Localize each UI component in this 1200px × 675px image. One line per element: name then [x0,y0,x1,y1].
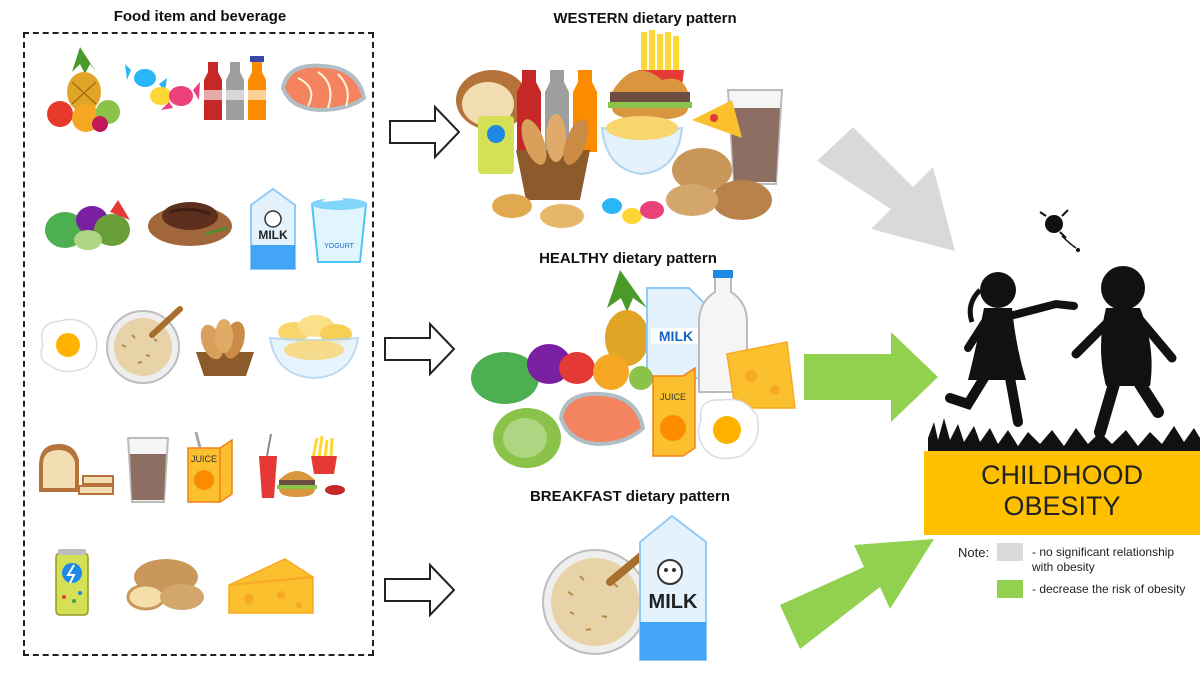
healthy-green-arrow-icon [804,332,938,422]
pineapple-fruit-icon [47,47,120,132]
healthy-food-cluster-icon: MILK JUICE [471,270,796,468]
arrow-to-healthy-icon [384,321,456,377]
soda-bottles-icon [204,56,266,120]
cheese-icon [228,558,314,614]
childhood-obesity-box: CHILDHOOD OBESITY [924,451,1200,535]
chips-bowl-icon [268,315,360,380]
green-swatch [997,580,1023,598]
green-legend-text: - decrease the risk of obesity [1032,582,1186,596]
food-items-heading: Food item and beverage [113,8,287,25]
legend-note: Note: - no significant relationship with… [958,543,1198,613]
vegetables-icon [45,200,130,250]
healthy-pattern-heading: HEALTHY dietary pattern [539,250,717,267]
candy-icon [125,64,200,110]
healthy-juice-label: JUICE [660,392,686,402]
breakfast-pattern-heading: BREAKFAST dietary pattern [529,488,731,505]
juice-box-icon: JUICE [187,431,233,503]
arrow-to-western-icon [389,104,461,160]
healthy-milk-label: MILK [659,328,693,344]
steak-icon [148,202,232,246]
potato-icon [126,559,204,611]
gray-legend-text-1: - no significant relationship [1032,545,1175,559]
outcome-line-2: OBESITY [1003,491,1121,521]
breakfast-milk-label: MILK [649,591,698,613]
arrow-to-breakfast-icon [384,562,456,618]
energy-drink-icon [55,549,89,616]
chocolate-milk-icon [126,437,170,503]
children-silhouette-icon [928,209,1200,453]
note-title: Note: [958,545,990,560]
fried-egg-icon [40,318,98,373]
western-pattern-heading: WESTERN dietary pattern [553,10,737,27]
gray-legend-text-2: with obesity [1032,560,1095,574]
outcome-line-1: CHILDHOOD [980,460,1143,490]
bread-loaf-icon [39,444,114,495]
yogurt-icon: YOGURT [310,195,368,263]
salmon-icon [280,63,367,113]
western-gray-arrow-icon [817,127,955,251]
milk-carton-icon: MILK [250,187,296,270]
bread-basket-icon [196,319,254,376]
gray-swatch [997,543,1023,561]
yogurt-label: YOGURT [324,243,355,250]
milk-label: MILK [258,228,288,242]
food-items-box [23,32,374,656]
juice-label: JUICE [191,454,217,464]
breakfast-green-arrow-icon [780,539,934,649]
fast-food-icon [259,433,345,498]
western-food-cluster-icon [456,30,784,228]
oatmeal-bowl-icon [106,306,183,384]
breakfast-food-cluster-icon: MILK [542,514,707,661]
